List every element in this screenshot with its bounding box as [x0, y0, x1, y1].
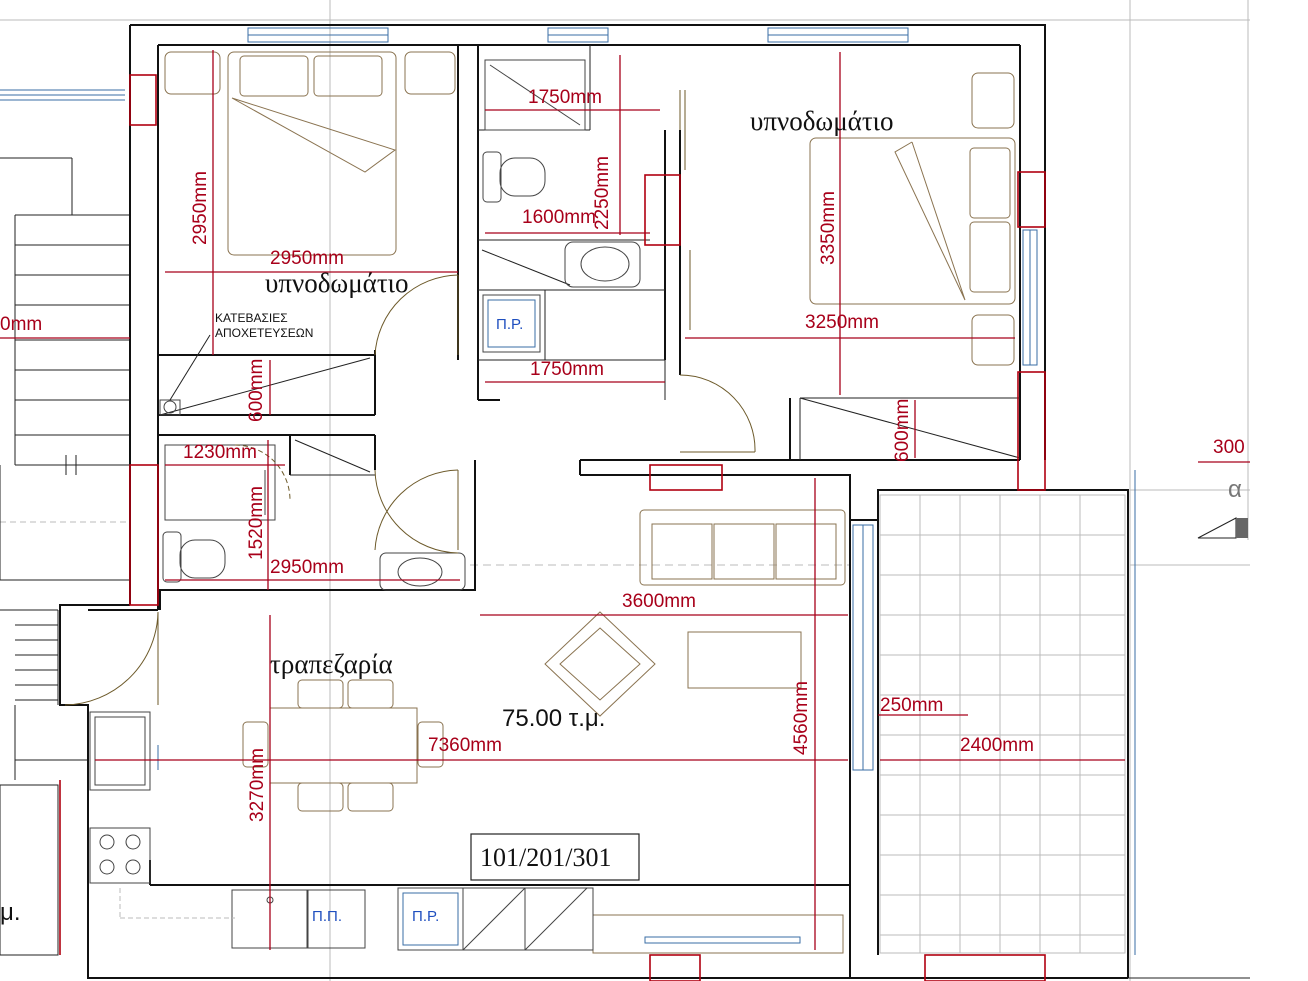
shower-tray-icon	[484, 59, 586, 131]
dim-bath-bottom-width: 1750mm	[530, 359, 604, 380]
double-bed-left	[227, 51, 397, 256]
dimension-lines	[0, 50, 1250, 950]
dim-bed-right-width: 3250mm	[805, 312, 879, 333]
dim-wc-height: 1520mm	[246, 486, 267, 560]
pr-tank-bath	[482, 294, 541, 353]
pr-bath-label: Π.Ρ.	[496, 316, 523, 333]
right-letter-label: α	[1228, 476, 1242, 503]
drain-note-line2: ΑΠΟΧΕΤΕΥΣΕΩΝ	[215, 326, 313, 340]
dim-bed-left-width: 2950mm	[270, 248, 344, 269]
dim-wc-width: 1230mm	[183, 442, 257, 463]
sofa	[639, 509, 846, 586]
dim-living-width: 3600mm	[622, 591, 696, 612]
dim-dining-height: 3270mm	[247, 748, 268, 822]
dim-living-height: 4560mm	[791, 681, 812, 755]
room-label-dining: τραπεζαρία	[270, 649, 393, 679]
dining-table	[269, 707, 418, 784]
furniture	[164, 51, 1016, 954]
balcony-tiles	[879, 494, 1126, 954]
dimension-labels: 2950mm 2950mm 1750mm 2250mm 1600mm 3350m…	[0, 87, 1245, 822]
drain-note-line1: ΚΑΤΕΒΑΣΙΕΣ	[215, 311, 288, 325]
pr-kitchen-label: Π.Ρ.	[412, 908, 439, 925]
bottom-left-label: μ.	[0, 899, 21, 926]
windows	[247, 27, 1136, 955]
toilet-icon	[499, 157, 546, 197]
area-label: 75.00 τ.μ.	[502, 705, 605, 732]
sink-icon	[564, 241, 641, 288]
staircase	[0, 89, 130, 956]
fridge-icon	[89, 711, 151, 791]
labels: υπνοδωμάτιο υπνοδωμάτιο τραπεζαρία 75.00…	[0, 106, 1242, 926]
dim-bath-top-width: 1750mm	[528, 87, 602, 108]
dim-bath-top-height: 2250mm	[592, 156, 613, 230]
room-label-bedroom-right: υπνοδωμάτιο	[750, 106, 893, 136]
partitions	[158, 45, 1021, 476]
dim-right-number: 300	[1213, 437, 1245, 458]
kitchen	[89, 711, 594, 951]
level-marker	[1197, 517, 1248, 539]
toilet-wc-icon	[179, 539, 226, 579]
shower-wc-icon	[164, 444, 276, 521]
doors	[64, 90, 756, 706]
fixtures	[159, 59, 641, 591]
tv-unit	[687, 631, 802, 689]
unit-id-box	[470, 833, 640, 881]
columns	[59, 74, 1046, 981]
dim-closet-right: 600mm	[892, 399, 913, 462]
pp-kitchen-label: Π.Π.	[312, 908, 342, 925]
sink-wc-icon	[379, 552, 466, 591]
dim-closet-left: 600mm	[246, 359, 267, 422]
dim-bed-right-height: 3350mm	[818, 191, 839, 265]
dim-total-length: 7360mm	[428, 735, 502, 756]
stove-icon	[89, 827, 151, 884]
armchair	[544, 611, 656, 717]
dim-bath-mid-width: 1600mm	[522, 207, 596, 228]
dim-balcony-offset: 250mm	[880, 695, 943, 716]
dim-wc-length: 2950mm	[270, 557, 344, 578]
room-label-bedroom-left: υπνοδωμάτιο	[265, 268, 408, 298]
double-bed-right	[809, 137, 1016, 305]
dim-bed-left-height: 2950mm	[190, 171, 211, 245]
dim-left-edge: 0mm	[0, 314, 42, 335]
pp-washer	[307, 889, 366, 949]
dim-balcony-width: 2400mm	[960, 735, 1034, 756]
unit-id-label: 101/201/301	[480, 843, 611, 872]
